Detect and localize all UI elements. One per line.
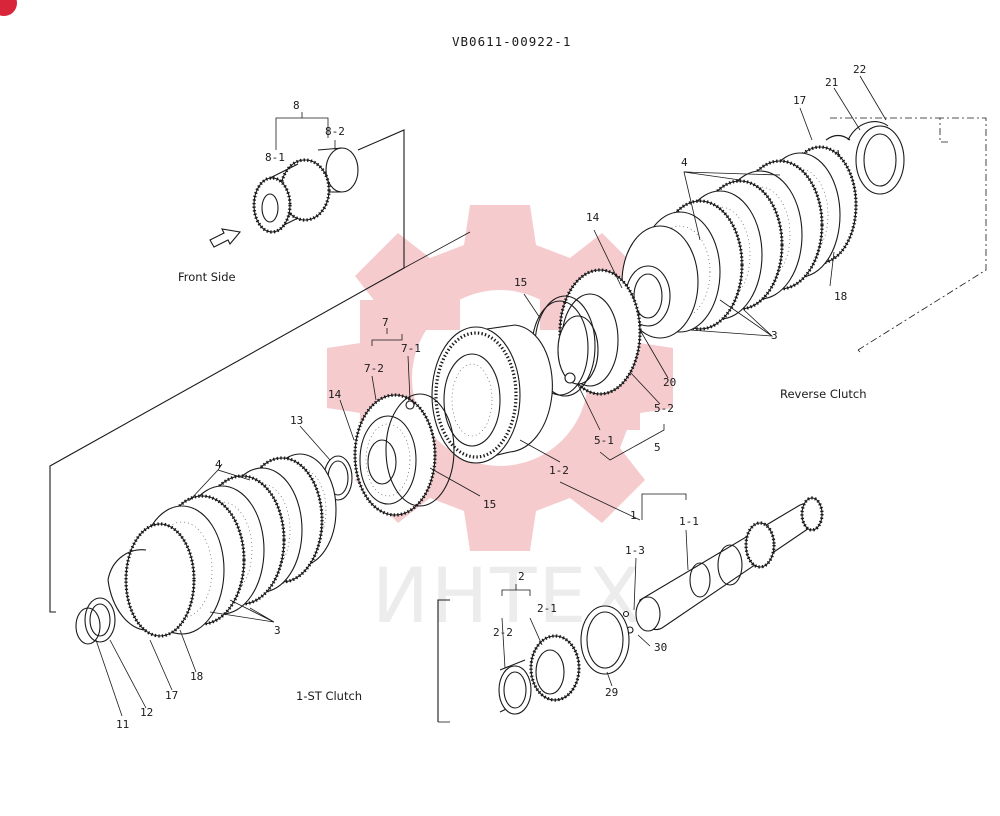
label-part-8: 8 [293, 99, 300, 112]
part-29-snap-ring [580, 605, 630, 675]
label-part-3-reverse: 3 [771, 329, 778, 342]
label-part-1: 1 [630, 509, 637, 522]
drawing-number: VB0611-00922-1 [452, 34, 571, 49]
label-part-30: 30 [654, 641, 667, 654]
part-2-gear-assembly [498, 634, 581, 715]
part-5-hub [531, 268, 642, 397]
caption-reverse-clutch: Reverse Clutch [780, 387, 867, 401]
part-number-labels: 8 8-1 8-2 22 21 17 4 14 15 7 7-1 7-2 14 … [116, 63, 866, 731]
label-part-5-1: 5-1 [594, 434, 614, 447]
assembly-boundary-lines [49, 117, 987, 723]
label-part-17-first: 17 [165, 689, 178, 702]
label-part-11: 11 [116, 718, 129, 731]
label-part-1-1: 1-1 [679, 515, 699, 528]
caption-first-clutch: 1-ST Clutch [296, 689, 362, 703]
part-8-gear-assembly [252, 147, 359, 234]
label-part-2: 2 [518, 570, 525, 583]
label-part-20: 20 [663, 376, 676, 389]
label-part-22: 22 [853, 63, 866, 76]
leader-lines [95, 75, 887, 717]
label-part-14-lower: 14 [328, 388, 342, 401]
label-part-21: 21 [825, 76, 838, 89]
label-part-7: 7 [382, 316, 389, 329]
label-part-7-2: 7-2 [364, 362, 384, 375]
part-1-2-drum [431, 324, 553, 464]
label-part-12: 12 [140, 706, 153, 719]
first-clutch-plates [75, 453, 337, 645]
label-part-5: 5 [654, 441, 661, 454]
label-part-8-2: 8-2 [325, 125, 345, 138]
label-part-5-2: 5-2 [654, 402, 674, 415]
label-part-15-lower: 15 [483, 498, 496, 511]
corner-badge [0, 0, 17, 16]
label-part-17-reverse: 17 [793, 94, 806, 107]
label-part-13: 13 [290, 414, 303, 427]
label-part-4-first: 4 [215, 458, 222, 471]
label-part-15-upper: 15 [514, 276, 527, 289]
label-part-8-1: 8-1 [265, 151, 285, 164]
label-part-2-1: 2-1 [537, 602, 557, 615]
label-part-18-first: 18 [190, 670, 203, 683]
label-part-4-reverse: 4 [681, 156, 688, 169]
front-side-arrow-icon [209, 228, 242, 248]
part-7-hub [353, 393, 455, 517]
label-part-18-reverse: 18 [834, 290, 847, 303]
label-part-1-2: 1-2 [549, 464, 569, 477]
reverse-clutch-plates [621, 121, 905, 339]
label-part-1-3: 1-3 [625, 544, 645, 557]
label-part-7-1: 7-1 [401, 342, 421, 355]
label-part-14-upper: 14 [586, 211, 600, 224]
label-part-2-2: 2-2 [493, 626, 513, 639]
caption-front-side: Front Side [178, 270, 236, 284]
label-part-29: 29 [605, 686, 618, 699]
label-part-3-first: 3 [274, 624, 281, 637]
part-1-1-shaft [622, 496, 824, 634]
